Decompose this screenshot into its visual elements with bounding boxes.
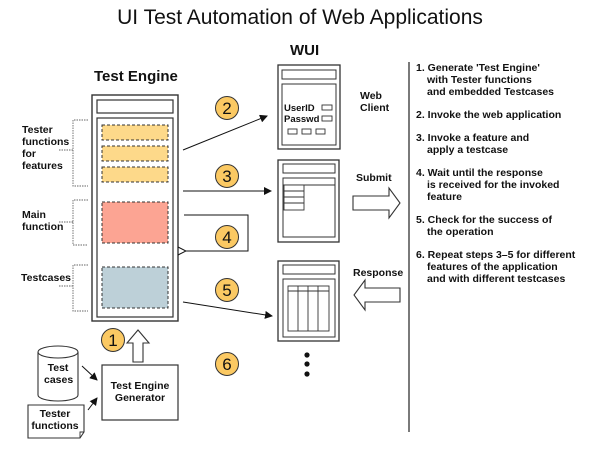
step-item: 1. Generate 'Test Engine'with Tester fun… — [416, 62, 600, 98]
response-arrow — [353, 278, 401, 312]
step-text-line: feature — [427, 191, 463, 203]
step-2-arrow — [182, 114, 268, 151]
step-text-line: with Tester functions — [427, 74, 532, 86]
step-marker-circle — [215, 278, 239, 302]
step-text-line: 3. Invoke a feature and — [416, 132, 530, 144]
test-engine-heading: Test Engine — [94, 68, 178, 85]
passwd-input-box — [321, 115, 333, 122]
label-line: Main — [22, 209, 46, 221]
tester-function-block — [101, 166, 169, 183]
step-5-arrow — [182, 301, 273, 319]
generate-up-arrow — [125, 329, 151, 363]
label-line: function — [22, 221, 64, 233]
web-client-label: Web Client — [360, 90, 389, 114]
step-marker-number: 5 — [222, 281, 231, 300]
label-line: features — [22, 160, 63, 172]
submit-arrow — [352, 186, 401, 220]
main-function-block — [101, 201, 169, 244]
step-markers: 1 2 3 4 5 6 — [101, 96, 239, 376]
step-marker-6: 6 — [215, 352, 239, 376]
step-text-line: is received for the invoked — [427, 179, 560, 191]
step-text-line: 6. Repeat steps 3–5 for different — [416, 249, 576, 261]
step-marker-circle — [215, 352, 239, 376]
testcases-block — [101, 266, 169, 309]
test-cases-label: Test cases — [44, 362, 74, 386]
step-marker-circle — [215, 96, 239, 120]
step-marker-number: 2 — [222, 99, 231, 118]
userid-input-box — [321, 104, 333, 111]
step-marker-5: 5 — [215, 278, 239, 302]
step-marker-number: 1 — [108, 331, 117, 350]
step-marker-4: 4 — [215, 225, 239, 249]
form-button-box — [315, 128, 326, 135]
step-text-line: apply a testcase — [427, 144, 509, 156]
tester-functions-label: Tester functions for features — [22, 124, 69, 172]
tester-function-block — [101, 124, 169, 141]
step-marker-circle — [215, 225, 239, 249]
tester-functions-doc-label: Tester functions — [28, 408, 82, 432]
userid-label: UserID — [284, 103, 315, 114]
step-text-line: 4. Wait until the response — [416, 167, 543, 179]
step-marker-number: 6 — [222, 355, 231, 374]
form-button-box — [287, 128, 298, 135]
response-label: Response — [353, 267, 404, 279]
step-text-line: 2. Invoke the web application — [416, 109, 562, 121]
step-marker-2: 2 — [215, 96, 239, 120]
diagram-title: UI Test Automation of Web Applications — [117, 6, 483, 29]
form-button-box — [301, 128, 312, 135]
label-line: functions — [31, 420, 79, 432]
label-line: Client — [360, 102, 390, 114]
label-line: Tester — [22, 124, 53, 136]
label-line: Test — [47, 362, 69, 374]
label-line: Test Engine — [110, 380, 170, 392]
step-text-line: features of the application — [427, 261, 558, 273]
wui-login-window — [277, 64, 341, 150]
continuation-dots — [304, 352, 310, 377]
step-marker-circle — [101, 328, 125, 352]
passwd-label: Passwd — [284, 114, 320, 125]
step-marker-number: 4 — [222, 228, 231, 247]
label-brackets — [58, 119, 88, 312]
wui-heading: WUI — [290, 42, 320, 59]
label-line: Generator — [114, 392, 166, 404]
test-engine-generator-box — [101, 364, 179, 421]
step-marker-1: 1 — [101, 328, 125, 352]
step-text-line: 5. Check for the success of — [416, 214, 552, 226]
step-text-line: and with different testcases — [427, 273, 566, 285]
label-line: cases — [44, 374, 74, 386]
label-line: Tester — [39, 408, 71, 420]
step-text-line: 1. Generate 'Test Engine' — [416, 62, 540, 74]
tester-functions-arrow — [87, 397, 98, 411]
step-marker-number: 3 — [222, 167, 231, 186]
label-line: functions — [22, 136, 70, 148]
tester-function-block — [101, 145, 169, 162]
tester-function-blocks — [101, 124, 169, 183]
label-line: Web — [360, 90, 382, 102]
step-marker-3: 3 — [215, 164, 239, 188]
step-text-line: and embedded Testcases — [427, 86, 555, 98]
tester-functions-document-icon — [27, 404, 85, 439]
steps-list: 1. Generate 'Test Engine'with Tester fun… — [416, 62, 600, 296]
testcases-label: Testcases — [21, 272, 72, 284]
main-function-label: Main function — [22, 209, 63, 233]
submit-label: Submit — [356, 172, 392, 184]
step-4-arrow — [184, 214, 249, 251]
test-cases-database-icon — [37, 345, 79, 402]
step-item: 2. Invoke the web application — [416, 109, 600, 121]
label-line: for — [22, 148, 36, 160]
wui-feature-window — [277, 159, 340, 243]
step-marker-circle — [215, 164, 239, 188]
test-cases-arrow — [81, 365, 98, 381]
wui-response-window — [277, 260, 340, 342]
step-text-line: the operation — [427, 226, 494, 238]
test-engine-generator-label: Test Engine Generator — [102, 380, 178, 404]
